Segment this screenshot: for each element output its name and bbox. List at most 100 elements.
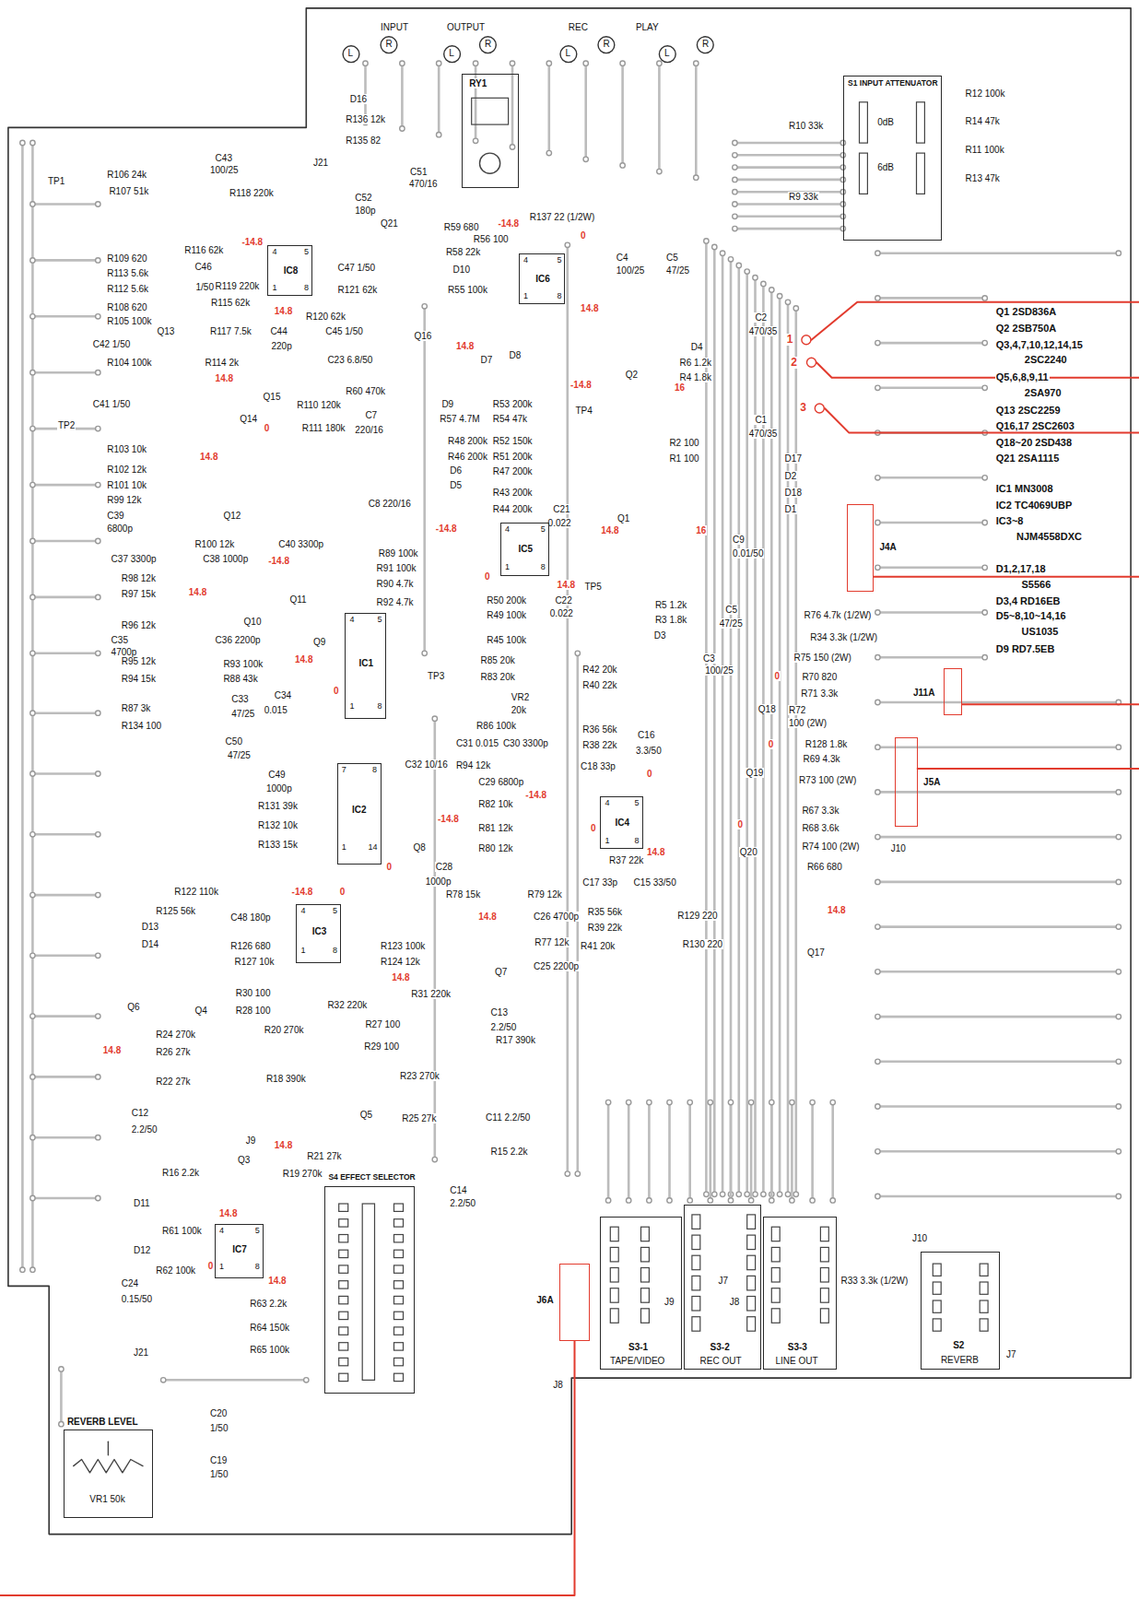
solder-pad bbox=[785, 299, 790, 305]
component-label: 470/16 bbox=[408, 178, 439, 189]
component-label: C41 1/50 bbox=[92, 399, 132, 410]
part-text: 4 bbox=[603, 798, 611, 809]
component-label: R52 150k bbox=[492, 435, 534, 447]
solder-pad bbox=[982, 519, 987, 525]
pcb-trace bbox=[32, 596, 98, 599]
component-label: R123 100k bbox=[379, 940, 426, 952]
solder-pad bbox=[30, 1013, 36, 1019]
component-label: C20 bbox=[209, 1408, 228, 1419]
component-label: R bbox=[701, 38, 710, 49]
solder-pad bbox=[472, 138, 478, 143]
point-number: 2 bbox=[789, 356, 799, 369]
component-label: 47/25 bbox=[718, 618, 744, 629]
solder-pad bbox=[95, 1074, 101, 1080]
signal-line bbox=[811, 302, 1139, 341]
parts-list-entry: Q3,4,7,10,12,14,15 bbox=[995, 339, 1084, 351]
solder-pad bbox=[30, 710, 36, 716]
component-label: R81 12k bbox=[477, 822, 514, 834]
component-label: 100/25 bbox=[704, 665, 735, 676]
component-label: Q9 bbox=[312, 636, 327, 647]
pcb-trace bbox=[422, 305, 426, 654]
pcb-trace bbox=[877, 521, 985, 525]
switch-outline: S2REVERB bbox=[920, 1251, 1000, 1371]
voltage-value: 0 bbox=[339, 886, 347, 897]
solder-pad bbox=[732, 189, 738, 195]
solder-pad bbox=[732, 164, 738, 170]
component-label: C26 4700p bbox=[532, 911, 580, 922]
solder-pad bbox=[732, 152, 738, 158]
solder-pad bbox=[95, 258, 101, 263]
part-name: IC2 bbox=[351, 804, 368, 815]
solder-pad bbox=[712, 1191, 717, 1197]
solder-pad bbox=[1115, 1013, 1121, 1019]
component-label: C4 bbox=[615, 252, 630, 263]
solder-pad bbox=[646, 1099, 652, 1104]
component-label: D18 bbox=[784, 487, 803, 498]
part-name: S3-2 bbox=[709, 1341, 731, 1352]
component-label: 1/50 bbox=[209, 1422, 229, 1433]
jack-pad bbox=[658, 46, 676, 63]
signal-line bbox=[917, 767, 1139, 770]
part-name: S4 EFFECT SELECTOR bbox=[327, 1173, 416, 1182]
component-label: 1/50 bbox=[209, 1468, 229, 1480]
solder-pad bbox=[161, 1377, 166, 1383]
component-label: 0.01/50 bbox=[731, 548, 764, 559]
component-label: C15 33/50 bbox=[633, 877, 678, 888]
switch-pad bbox=[339, 1219, 349, 1227]
pcb-trace bbox=[32, 1075, 98, 1079]
pcb-trace bbox=[32, 371, 98, 375]
jack-pad bbox=[598, 36, 615, 54]
voltage-value: 0 bbox=[386, 861, 394, 872]
part-text: 5 bbox=[634, 798, 641, 809]
switch-slot bbox=[610, 1226, 619, 1242]
part-text: 8 bbox=[634, 836, 641, 846]
solder-pad bbox=[30, 952, 36, 958]
component-label: R117 7.5k bbox=[209, 326, 253, 337]
solder-pad bbox=[719, 1191, 725, 1197]
part-text: REVERB bbox=[939, 1354, 980, 1365]
voltage-value: 14.8 bbox=[599, 525, 620, 536]
pcb-trace bbox=[877, 476, 985, 480]
component-label: R96 12k bbox=[120, 620, 157, 631]
pcb-trace bbox=[877, 341, 985, 345]
pcb-trace bbox=[877, 880, 1118, 884]
component-label: R67 3.3k bbox=[800, 805, 840, 816]
component-label: C18 33p bbox=[579, 761, 617, 772]
solder-pad bbox=[810, 1099, 815, 1104]
solder-pad bbox=[982, 475, 987, 481]
switch-slot bbox=[979, 1300, 988, 1313]
component-label: R134 100 bbox=[120, 720, 163, 731]
part-text: 8 bbox=[254, 1262, 261, 1272]
voltage-value: -14.8 bbox=[434, 523, 458, 534]
component-label: R100 12k bbox=[193, 539, 235, 550]
solder-pad bbox=[687, 1197, 693, 1203]
component-label: C14 bbox=[448, 1185, 468, 1196]
component-label: R119 220k bbox=[214, 281, 261, 292]
solder-pad bbox=[95, 201, 101, 207]
solder-pad bbox=[752, 275, 758, 281]
part-text: 5 bbox=[540, 525, 547, 535]
component-label: R105 100k bbox=[105, 316, 153, 327]
voltage-value: 14.8 bbox=[579, 303, 599, 314]
parts-list-entry: Q18~20 2SD438 bbox=[995, 436, 1073, 448]
component-label: Q1 bbox=[616, 513, 631, 524]
pcb-trace bbox=[794, 308, 798, 1195]
switch-pad bbox=[339, 1373, 349, 1381]
pcb-trace bbox=[745, 271, 749, 1195]
solder-pad bbox=[363, 60, 368, 66]
switch-slot bbox=[641, 1288, 650, 1304]
part-text: 8 bbox=[371, 765, 378, 775]
component-label: C23 6.8/50 bbox=[326, 354, 374, 365]
component-label: R82 10k bbox=[477, 798, 514, 810]
component-label: Q21 bbox=[379, 218, 400, 229]
component-label: R48 200k bbox=[446, 435, 489, 447]
solder-pad bbox=[712, 244, 717, 249]
component-label: R79 12k bbox=[527, 889, 564, 900]
solder-pad bbox=[95, 538, 101, 543]
switch-slot bbox=[747, 1255, 756, 1270]
solder-pad bbox=[58, 1421, 64, 1427]
component-label: C29 6800p bbox=[477, 776, 525, 787]
switch-slot bbox=[820, 1246, 829, 1262]
pcb-trace bbox=[877, 970, 1118, 974]
component-label: R57 4.7M bbox=[438, 413, 481, 424]
